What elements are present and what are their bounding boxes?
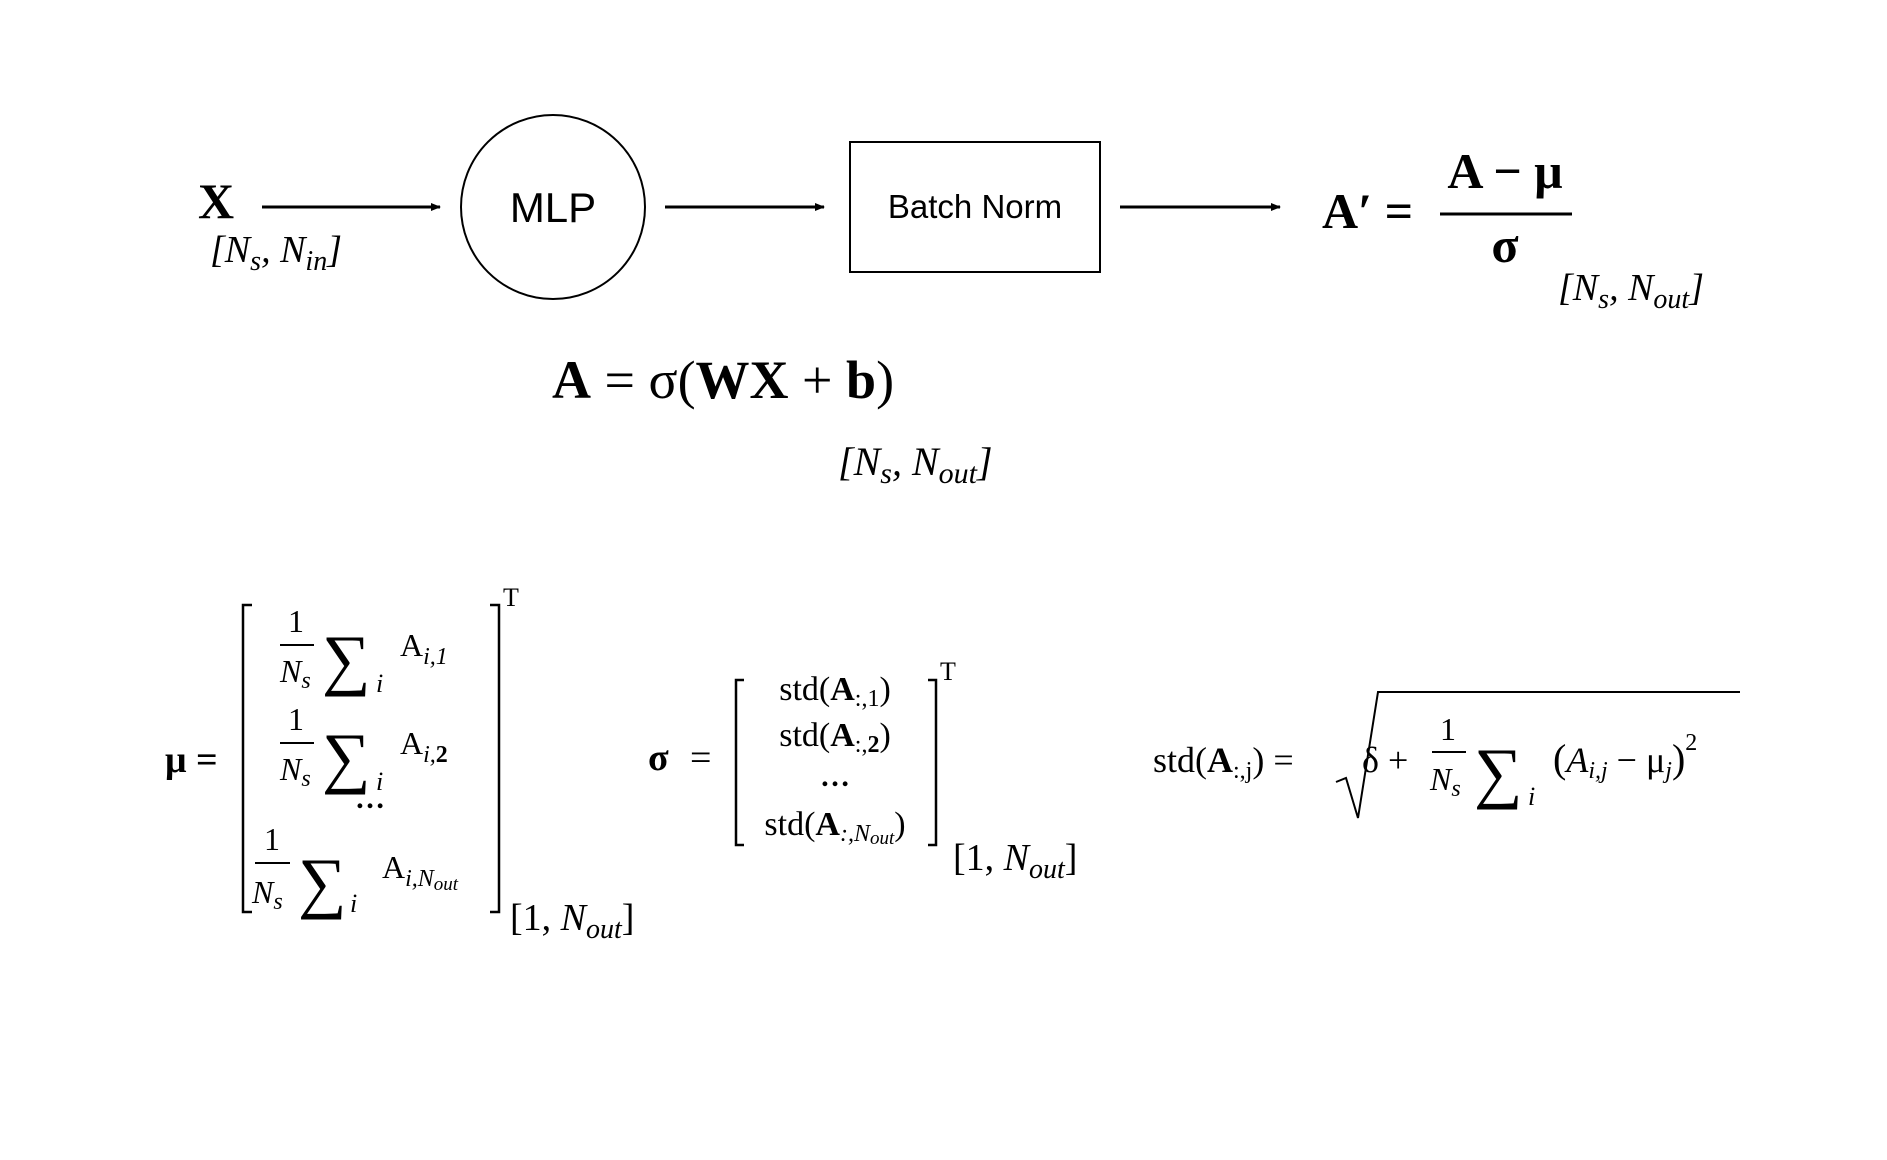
mu-row2-sum: ∑	[322, 719, 370, 795]
mu-row3-sum-index: i	[350, 889, 357, 918]
mlp-equation: A = σ(WX + b) [Ns, Nout]	[552, 350, 993, 490]
input-x-symbol: X	[198, 173, 234, 229]
sigma-transpose: T	[940, 657, 956, 686]
mu-definition: μ = 1 Ns ∑ i Ai,1 1 Ns ∑ i Ai,2 … 1 Ns	[165, 583, 634, 945]
mu-row3-sum: ∑	[298, 844, 346, 920]
mu-ellipsis: …	[355, 782, 385, 815]
mu-right-bracket	[490, 603, 501, 914]
mlp-label: MLP	[510, 184, 596, 231]
mu-row1-denominator: Ns	[279, 653, 311, 694]
mu-row1-term: Ai,1	[400, 627, 448, 670]
output-lhs: A′ =	[1322, 183, 1413, 239]
std-numerator: 1	[1440, 711, 1456, 747]
output-shape-label: [Ns, Nout]	[1558, 267, 1704, 315]
std-sum-index: i	[1528, 782, 1535, 811]
output-numerator: A − μ	[1447, 143, 1562, 199]
mlp-equation-text: A = σ(WX + b)	[552, 350, 894, 410]
sigma-dimension-label: [1, Nout]	[953, 837, 1077, 885]
mu-row-1: 1 Ns ∑ i Ai,1	[279, 603, 448, 698]
output-equation: A′ = A − μ σ [Ns, Nout]	[1322, 143, 1704, 315]
mlp-output-shape-label: [Ns, Nout]	[838, 439, 993, 490]
std-definition: std(A:,j) = δ + 1 Ns ∑ i (Ai,j − μj)2	[1153, 691, 1740, 819]
mu-left-bracket	[241, 603, 252, 914]
mu-row3-denominator: Ns	[251, 874, 283, 915]
sigma-row-2: std(A:,2)	[779, 717, 891, 758]
std-lhs: std(A:,j) =	[1153, 740, 1294, 784]
input-shape-label: [Ns, Nin]	[210, 229, 342, 277]
mu-row1-sum-index: i	[376, 669, 383, 698]
mu-row3-term: Ai,Nout	[382, 849, 459, 895]
mu-row2-term: Ai,2	[400, 725, 448, 768]
mu-row2-numerator: 1	[288, 701, 304, 737]
batchnorm-label: Batch Norm	[888, 188, 1062, 225]
std-delta: δ +	[1362, 740, 1408, 780]
mu-row-2: 1 Ns ∑ i Ai,2	[279, 701, 448, 796]
sigma-left-bracket	[734, 678, 744, 847]
sigma-ellipsis: …	[820, 760, 850, 793]
mu-dimension-label: [1, Nout]	[510, 897, 634, 945]
mu-row3-numerator: 1	[264, 821, 280, 857]
batchnorm-node	[849, 141, 1101, 273]
mlp-node	[460, 114, 646, 300]
mu-row2-sum-index: i	[376, 767, 383, 796]
mu-lhs: μ =	[165, 739, 218, 781]
sigma-row-3: std(A:,Nout)	[764, 806, 905, 849]
std-sum: ∑	[1474, 734, 1522, 810]
sqrt-radical	[1335, 691, 1740, 819]
sigma-definition: σ = std(A:,1) std(A:,2) … std(A:,Nout) T…	[648, 657, 1077, 885]
sigma-equals: =	[690, 737, 711, 779]
mu-row1-sum: ∑	[322, 621, 370, 697]
mu-transpose: T	[503, 583, 519, 612]
mu-row-3: 1 Ns ∑ i Ai,Nout	[251, 821, 459, 920]
sigma-row-1: std(A:,1)	[779, 671, 891, 712]
sigma-lhs: σ	[648, 737, 669, 779]
sigma-right-bracket	[928, 678, 938, 847]
mu-row1-numerator: 1	[288, 603, 304, 639]
output-denominator: σ	[1491, 217, 1518, 273]
std-denominator: Ns	[1429, 761, 1461, 802]
input-x: X [Ns, Nin]	[198, 173, 342, 277]
mu-row2-denominator: Ns	[279, 751, 311, 792]
std-squared-term: (Ai,j − μj)2	[1553, 730, 1697, 784]
